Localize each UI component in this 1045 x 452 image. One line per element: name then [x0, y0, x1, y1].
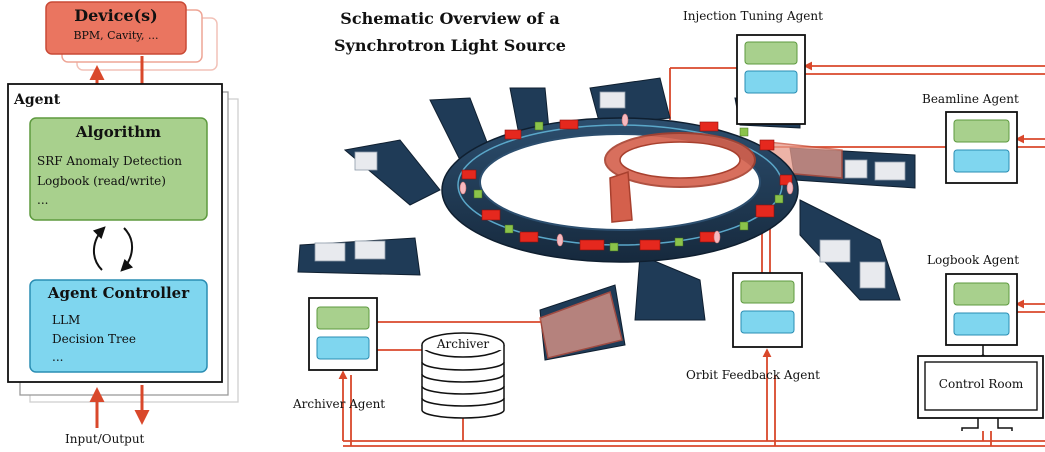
- algorithm-item: SRF Anomaly Detection: [37, 154, 182, 168]
- controller-title: Agent Controller: [47, 284, 190, 302]
- algorithm-title: Algorithm: [75, 123, 162, 141]
- schematic-title-line1: Schematic Overview of a: [340, 9, 560, 28]
- control-room-monitor: [917, 355, 1044, 431]
- controller-item: LLM: [52, 313, 81, 327]
- archiver-agent-label: Archiver Agent: [293, 397, 386, 411]
- algorithm-item: ...: [37, 193, 49, 207]
- algorithm-item: Logbook (read/write): [37, 174, 166, 188]
- cycle-arrows: [92, 226, 134, 272]
- injection-agent-label: Injection Tuning Agent: [683, 9, 823, 23]
- synchrotron-ring: [297, 77, 916, 361]
- controller-item: Decision Tree: [52, 332, 136, 346]
- device-box: [45, 1, 187, 55]
- highlighted-beamline: [539, 291, 623, 359]
- schematic-title-line2: Synchrotron Light Source: [334, 36, 566, 55]
- orbit-agent-label: Orbit Feedback Agent: [686, 368, 820, 382]
- device-stack: [45, 1, 218, 71]
- controller-item: ...: [52, 350, 64, 364]
- logbook-agent-label: Logbook Agent: [927, 253, 1020, 267]
- beamline-block: [589, 77, 671, 126]
- device-title: Device(s): [74, 6, 158, 25]
- io-arrows: [89, 385, 150, 428]
- io-label: Input/Output: [65, 432, 145, 446]
- beamline-agent-label: Beamline Agent: [922, 92, 1019, 106]
- archiver-label: Archiver: [436, 337, 490, 351]
- agent-boxes: [308, 34, 1018, 371]
- beamline-block: [634, 254, 706, 321]
- control-room-label: Control Room: [938, 377, 1024, 391]
- agent-title: Agent: [14, 92, 61, 108]
- archiver-database: [421, 332, 505, 419]
- device-subtitle: BPM, Cavity, ...: [73, 29, 159, 42]
- algorithm-box: [29, 117, 208, 221]
- beamline-block: [343, 139, 441, 206]
- agent-stack: [7, 83, 239, 403]
- agent-controller-box: [29, 279, 208, 373]
